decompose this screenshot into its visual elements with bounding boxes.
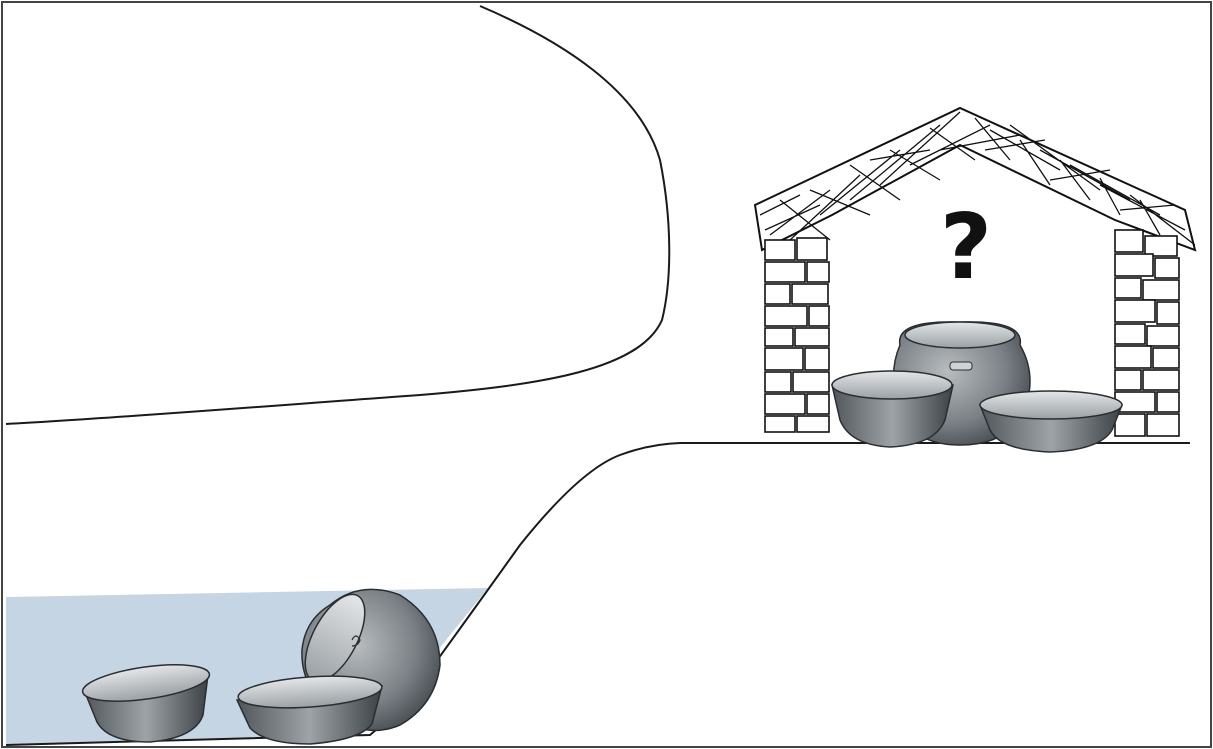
question-mark: ? xyxy=(940,195,992,300)
left-stone-wall xyxy=(765,238,829,432)
hill-outline xyxy=(6,6,669,424)
right-stone-wall xyxy=(1115,230,1179,436)
